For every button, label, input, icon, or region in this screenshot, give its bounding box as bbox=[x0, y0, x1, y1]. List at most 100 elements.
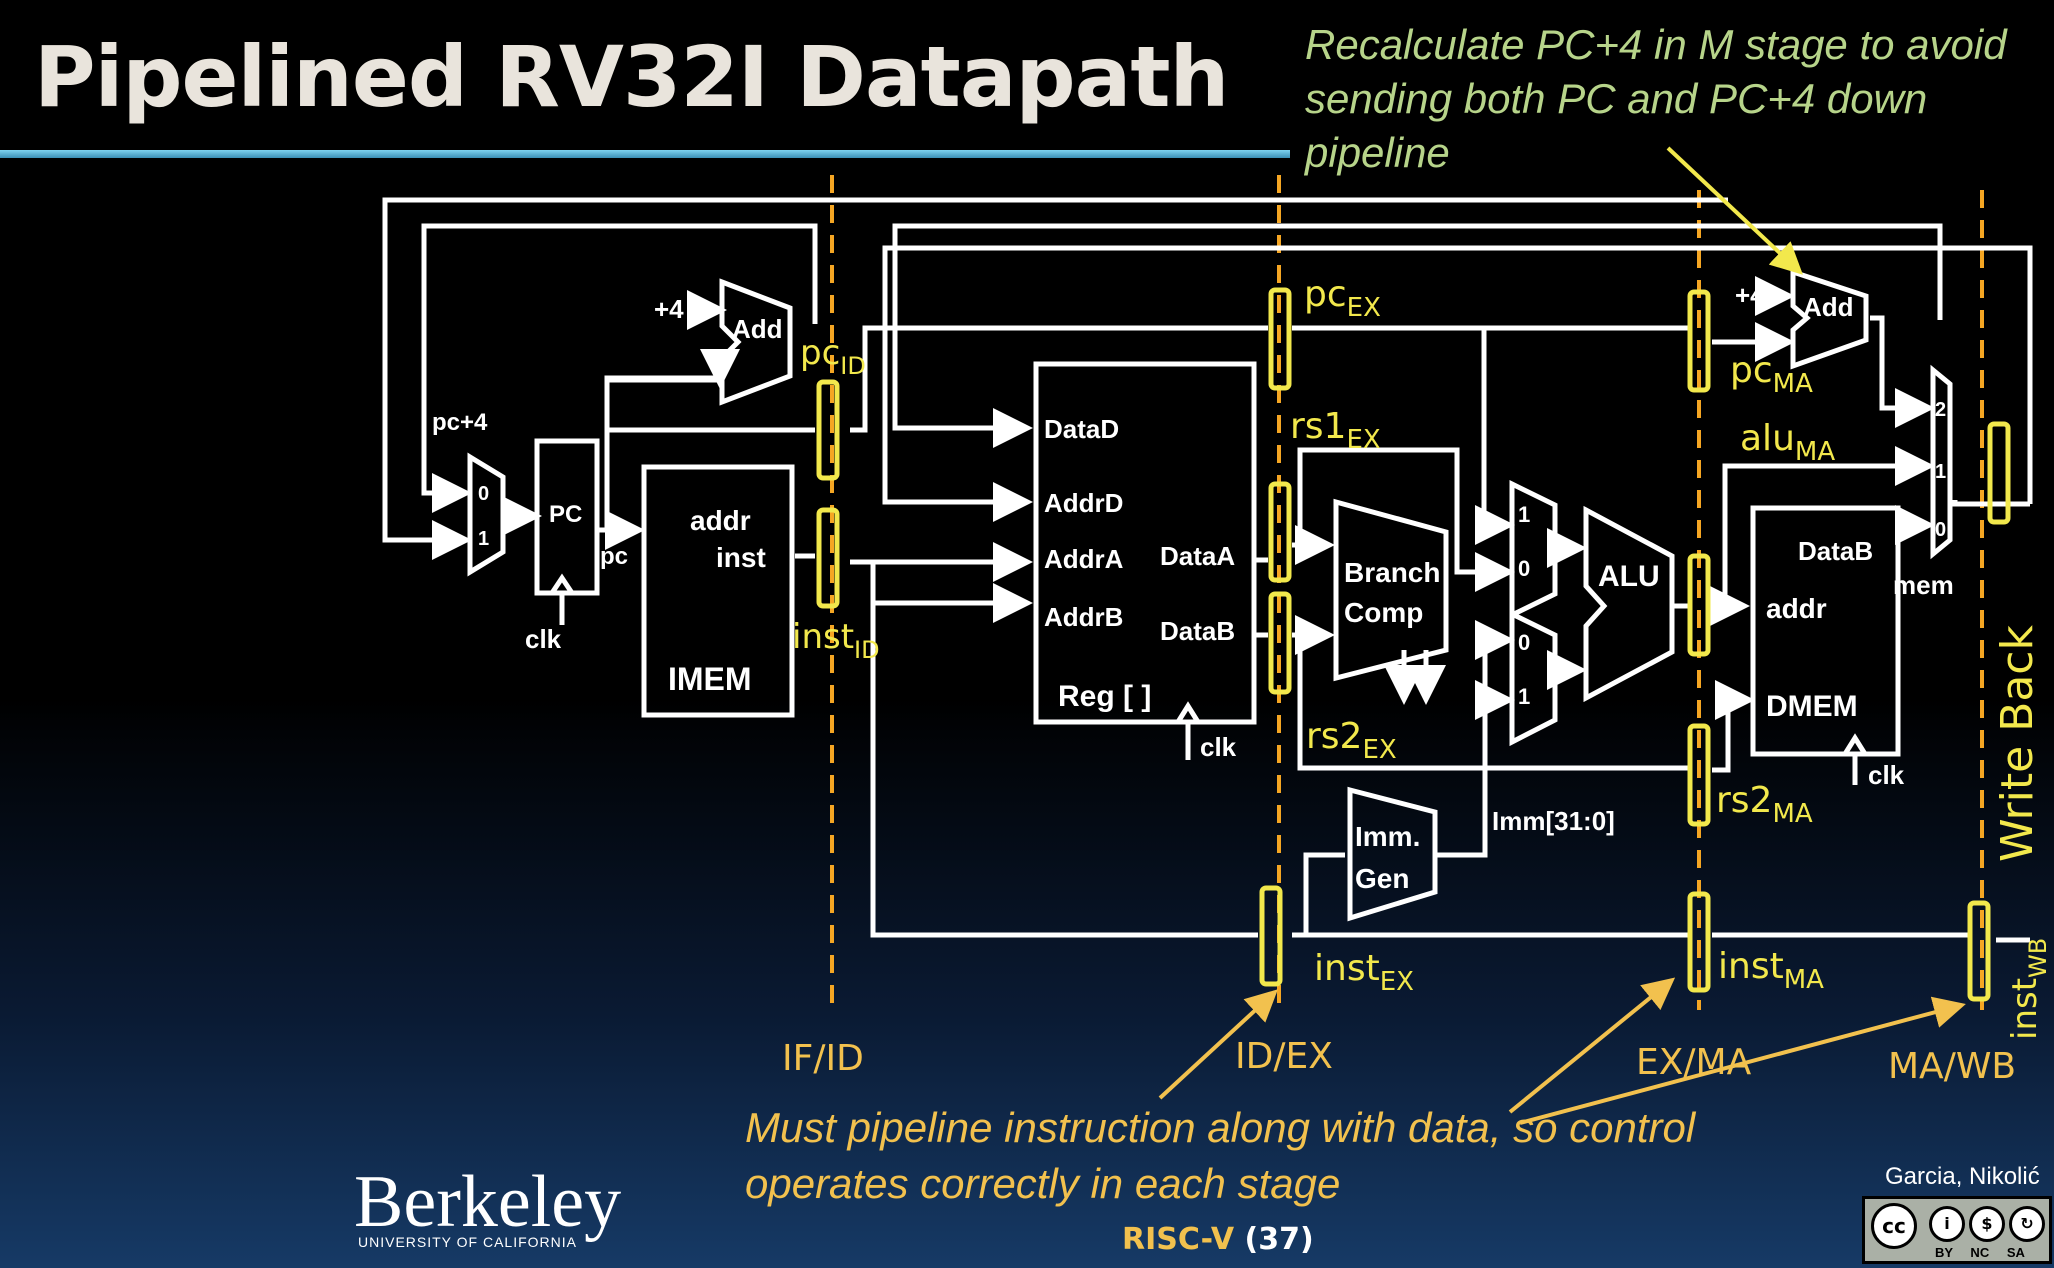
branch-comparator bbox=[1333, 498, 1449, 682]
alu-label: ALU bbox=[1598, 560, 1660, 593]
stage-label-ex-ma: EX/MA bbox=[1636, 1042, 1752, 1083]
pc-wire-label: pc bbox=[600, 543, 628, 570]
pc-clk-label: clk bbox=[525, 624, 562, 654]
register-file bbox=[1033, 361, 1257, 725]
note-pipeline-instruction: Must pipeline instruction along with dat… bbox=[745, 1104, 1696, 1207]
dmem-clk-triangle bbox=[1842, 733, 1868, 756]
alu bbox=[1583, 505, 1675, 703]
nc-icon: $ bbox=[1969, 1206, 2005, 1242]
inst-id-label: instID bbox=[792, 617, 880, 664]
wires bbox=[382, 197, 2033, 943]
pc-ex-label: pcEX bbox=[1304, 274, 1381, 323]
regfile-data-b: DataB bbox=[1160, 616, 1235, 646]
pc-ma-label: pcMA bbox=[1730, 350, 1813, 399]
cc-license-badge: cc i $ ↻ BY NC SA bbox=[1862, 1196, 2052, 1264]
imem-block bbox=[641, 464, 795, 718]
datapath-blocks bbox=[467, 268, 1953, 922]
imem-name-label: IMEM bbox=[668, 661, 752, 697]
dmem-block bbox=[1750, 505, 1901, 757]
stage-label-id-ex: ID/EX bbox=[1235, 1036, 1333, 1077]
pc-clk-triangle bbox=[549, 573, 575, 595]
dmem-datab-label: DataB bbox=[1798, 536, 1873, 566]
footer-course: RISC-V bbox=[1122, 1222, 1235, 1257]
footer-page-number: (37) bbox=[1244, 1222, 1314, 1257]
inst-wb-label: instWB bbox=[2005, 938, 2052, 1040]
imem-inst-label: inst bbox=[716, 542, 766, 573]
note-recalculate-pc: Recalculate PC+4 in M stage to avoid sen… bbox=[1305, 21, 2007, 176]
dmem-name-label: DMEM bbox=[1766, 690, 1858, 723]
dmem-clk-label: clk bbox=[1868, 760, 1905, 790]
pc-register-label: PC bbox=[549, 501, 582, 528]
writeback-mux bbox=[1930, 364, 1953, 560]
regfile-name: Reg [ ] bbox=[1058, 680, 1151, 713]
by-icon: i bbox=[1929, 1206, 1965, 1242]
wb-mux-input-0: 0 bbox=[1935, 519, 1946, 541]
pc-register bbox=[534, 438, 600, 596]
pc-id-label: pcID bbox=[800, 333, 866, 380]
rs2-ma-label: rs2MA bbox=[1716, 780, 1813, 829]
wb-mux-input-2: 2 bbox=[1935, 399, 1946, 421]
regfile-port-datad: DataD bbox=[1044, 414, 1119, 444]
plus4-label-ma: +4 bbox=[1735, 280, 1765, 310]
title-underline bbox=[0, 150, 1290, 158]
inst-ex-register bbox=[1259, 885, 1283, 987]
imm-bus-label: Imm[31:0] bbox=[1492, 806, 1615, 836]
regfile-port-addra: AddrA bbox=[1044, 544, 1124, 574]
rs1-ex-register bbox=[1268, 481, 1292, 583]
plus4-label-if: +4 bbox=[654, 294, 684, 324]
inst-ma-register bbox=[1687, 891, 1711, 993]
stage-boundaries bbox=[830, 175, 1984, 1010]
regfile-port-addrb: AddrB bbox=[1044, 602, 1123, 632]
pc-adder bbox=[719, 278, 793, 406]
branch-comp-line2: Comp bbox=[1344, 597, 1423, 628]
alu-mux-b-input-0: 0 bbox=[1518, 630, 1530, 655]
pc-mux bbox=[467, 452, 506, 577]
slide-footer: RISC-V (37) bbox=[1122, 1222, 1314, 1257]
write-back-label: Write Back bbox=[1992, 625, 2043, 862]
slide-author: Garcia, Nikolić bbox=[1885, 1163, 2040, 1190]
pc-adder-label: Add bbox=[732, 314, 783, 344]
rs2-ma-register bbox=[1687, 723, 1711, 827]
rs1-ex-label: rs1EX bbox=[1290, 406, 1381, 455]
pc-mux-input-1: 1 bbox=[478, 528, 489, 550]
ma-adder-label: Add bbox=[1803, 292, 1854, 322]
ma-adder bbox=[1790, 268, 1869, 370]
inst-id-register bbox=[816, 507, 840, 609]
pc-plus4-label: pc+4 bbox=[432, 409, 488, 436]
page-title: Pipelined RV32I Datapath bbox=[34, 28, 1229, 126]
inst-ex-label: instEX bbox=[1314, 948, 1414, 997]
pipeline-registers bbox=[816, 287, 2011, 1002]
regfile-data-a: DataA bbox=[1160, 541, 1235, 571]
alu-ma-register bbox=[1687, 553, 1711, 657]
regfile-clk-label: clk bbox=[1200, 732, 1237, 762]
cc-license-labels: BY NC SA bbox=[1935, 1245, 2025, 1260]
cc-icon: cc bbox=[1871, 1203, 1917, 1249]
inst-ma-label: instMA bbox=[1718, 946, 1824, 995]
inst-wb-register bbox=[1967, 900, 1991, 1002]
dmem-addr-label: addr bbox=[1766, 593, 1827, 624]
alu-ma-label: aluMA bbox=[1740, 418, 1835, 467]
mem-label: mem bbox=[1893, 570, 1954, 600]
berkeley-logo-subtitle: UNIVERSITY OF CALIFORNIA bbox=[358, 1234, 577, 1250]
alu-mux-a-input-0: 0 bbox=[1518, 556, 1530, 581]
pc-ma-register bbox=[1687, 289, 1711, 393]
annotation-arrows bbox=[1158, 146, 1966, 1125]
stage-label-if-id: IF/ID bbox=[782, 1038, 864, 1079]
regfile-port-addrd: AddrD bbox=[1044, 488, 1123, 518]
alu-mux-a-input-1: 1 bbox=[1518, 502, 1530, 527]
stage-label-ma-wb: MA/WB bbox=[1888, 1046, 2016, 1087]
wb-mux-input-1: 1 bbox=[1935, 461, 1946, 483]
rs2-ex-label: rs2EX bbox=[1306, 716, 1397, 765]
alu-mux-b bbox=[1509, 609, 1558, 747]
branch-comp-line1: Branch bbox=[1344, 557, 1440, 588]
pc-ex-register bbox=[1268, 287, 1292, 391]
imm-generator bbox=[1347, 786, 1438, 922]
berkeley-logo: Berkeley bbox=[354, 1161, 622, 1243]
pc-id-register bbox=[816, 379, 840, 481]
imem-addr-label: addr bbox=[690, 505, 751, 536]
rs2-ex-register bbox=[1268, 591, 1292, 695]
sa-icon: ↻ bbox=[2009, 1206, 2045, 1242]
alu-mux-a bbox=[1509, 479, 1558, 620]
alu-mux-b-input-1: 1 bbox=[1518, 684, 1530, 709]
